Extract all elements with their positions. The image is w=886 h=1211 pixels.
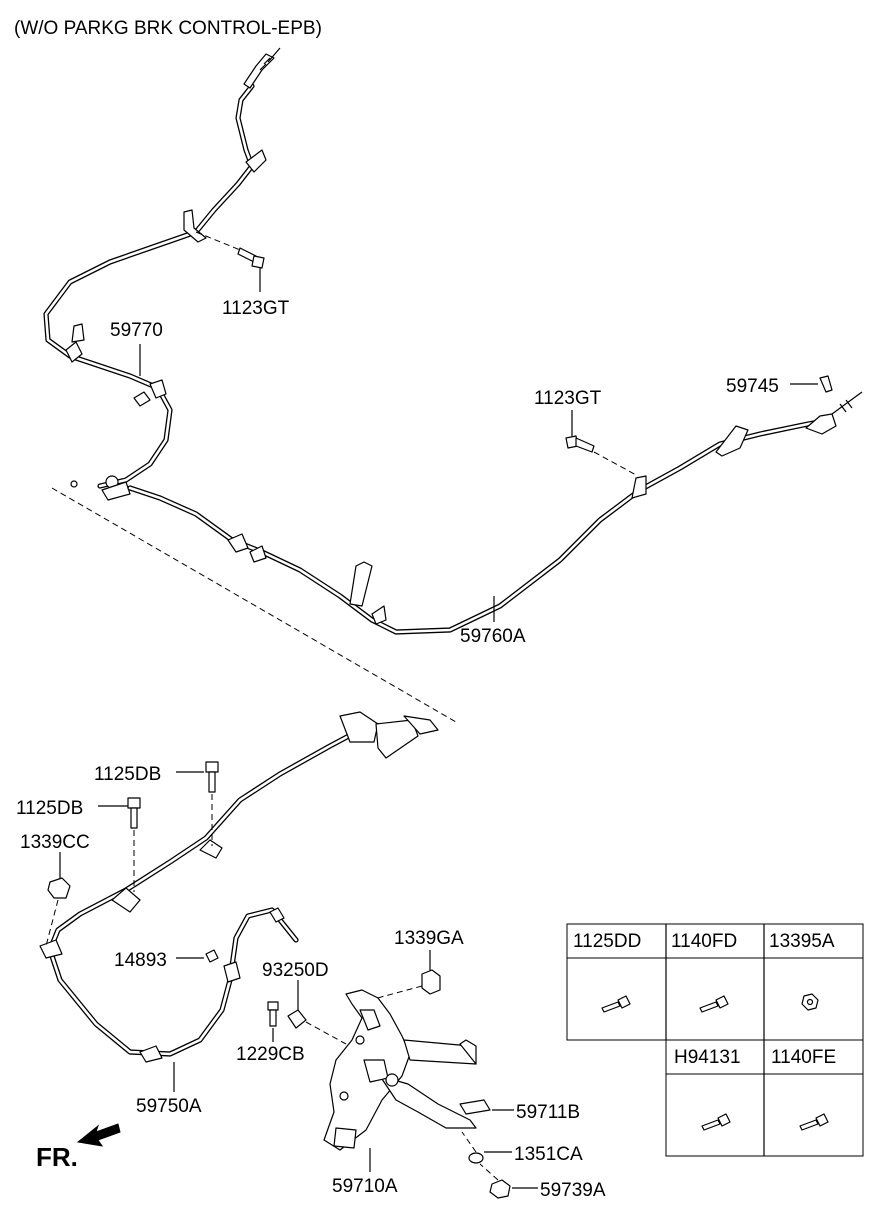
callout-59739a: 59739A — [540, 1180, 606, 1201]
washer-1351ca — [461, 1131, 512, 1164]
front-arrow-icon — [76, 1123, 121, 1147]
table-header-2: 1140FD — [671, 931, 737, 952]
front-direction-indicator: FR. — [36, 1123, 121, 1172]
pedal-assembly-59710a — [323, 989, 477, 1172]
front-label: FR. — [36, 1142, 78, 1172]
nut-icon — [801, 993, 819, 1011]
callout-1123gt-rear: 1123GT — [534, 388, 602, 409]
lower-cable-59750a — [39, 711, 439, 1063]
parts-table: 1125DD 1140FD 13395A H94131 1140FE — [566, 923, 864, 1157]
bolt-icon — [799, 1113, 829, 1131]
rear-cable-59760a — [127, 391, 863, 635]
bolt-icon — [601, 995, 631, 1013]
nut-59739a — [479, 1163, 538, 1199]
clip-93250d — [287, 980, 347, 1045]
bolt-1125db-b — [98, 797, 141, 892]
callout-59750a: 59750A — [136, 1096, 202, 1117]
callout-59745: 59745 — [726, 376, 779, 397]
callout-1339cc: 1339CC — [20, 832, 90, 853]
diagram-title: (W/O PARKG BRK CONTROL-EPB) — [14, 18, 322, 39]
front-cable-59770 — [43, 47, 281, 501]
callout-1125db-b: 1125DB — [16, 798, 83, 819]
callout-1123gt-upper: 1123GT — [222, 298, 290, 319]
bolt-icon — [699, 995, 729, 1013]
connection-leader — [51, 487, 457, 723]
callout-1229cb: 1229CB — [236, 1044, 305, 1065]
table-header-1: 1125DD — [573, 931, 641, 952]
callout-59770: 59770 — [110, 320, 163, 341]
bolt-1123gt-rear — [565, 410, 639, 477]
table-header-3: 13395A — [769, 931, 835, 952]
callout-59711b: 59711B — [516, 1102, 580, 1123]
pad-59711b — [459, 1099, 514, 1115]
callout-93250d: 93250D — [262, 960, 329, 981]
bolt-icon — [701, 1113, 731, 1131]
callout-1339ga: 1339GA — [394, 928, 464, 949]
callout-59710a: 59710A — [332, 1176, 398, 1197]
callout-1125db-a: 1125DB — [94, 764, 161, 785]
bolt-1229cb — [267, 1001, 279, 1042]
table-header-4: H94131 — [674, 1047, 741, 1068]
callout-1351ca: 1351CA — [514, 1144, 583, 1165]
bolt-1123gt-upper — [195, 231, 265, 292]
nut-1339ga — [369, 950, 441, 1001]
clip-59745 — [790, 375, 833, 393]
bolt-1125db-a — [176, 761, 219, 846]
table-header-5: 1140FE — [771, 1047, 836, 1068]
callout-59760a: 59760A — [460, 626, 526, 647]
callout-14893: 14893 — [114, 950, 167, 971]
nut-1339cc — [45, 852, 71, 947]
clip-14893 — [176, 949, 219, 963]
